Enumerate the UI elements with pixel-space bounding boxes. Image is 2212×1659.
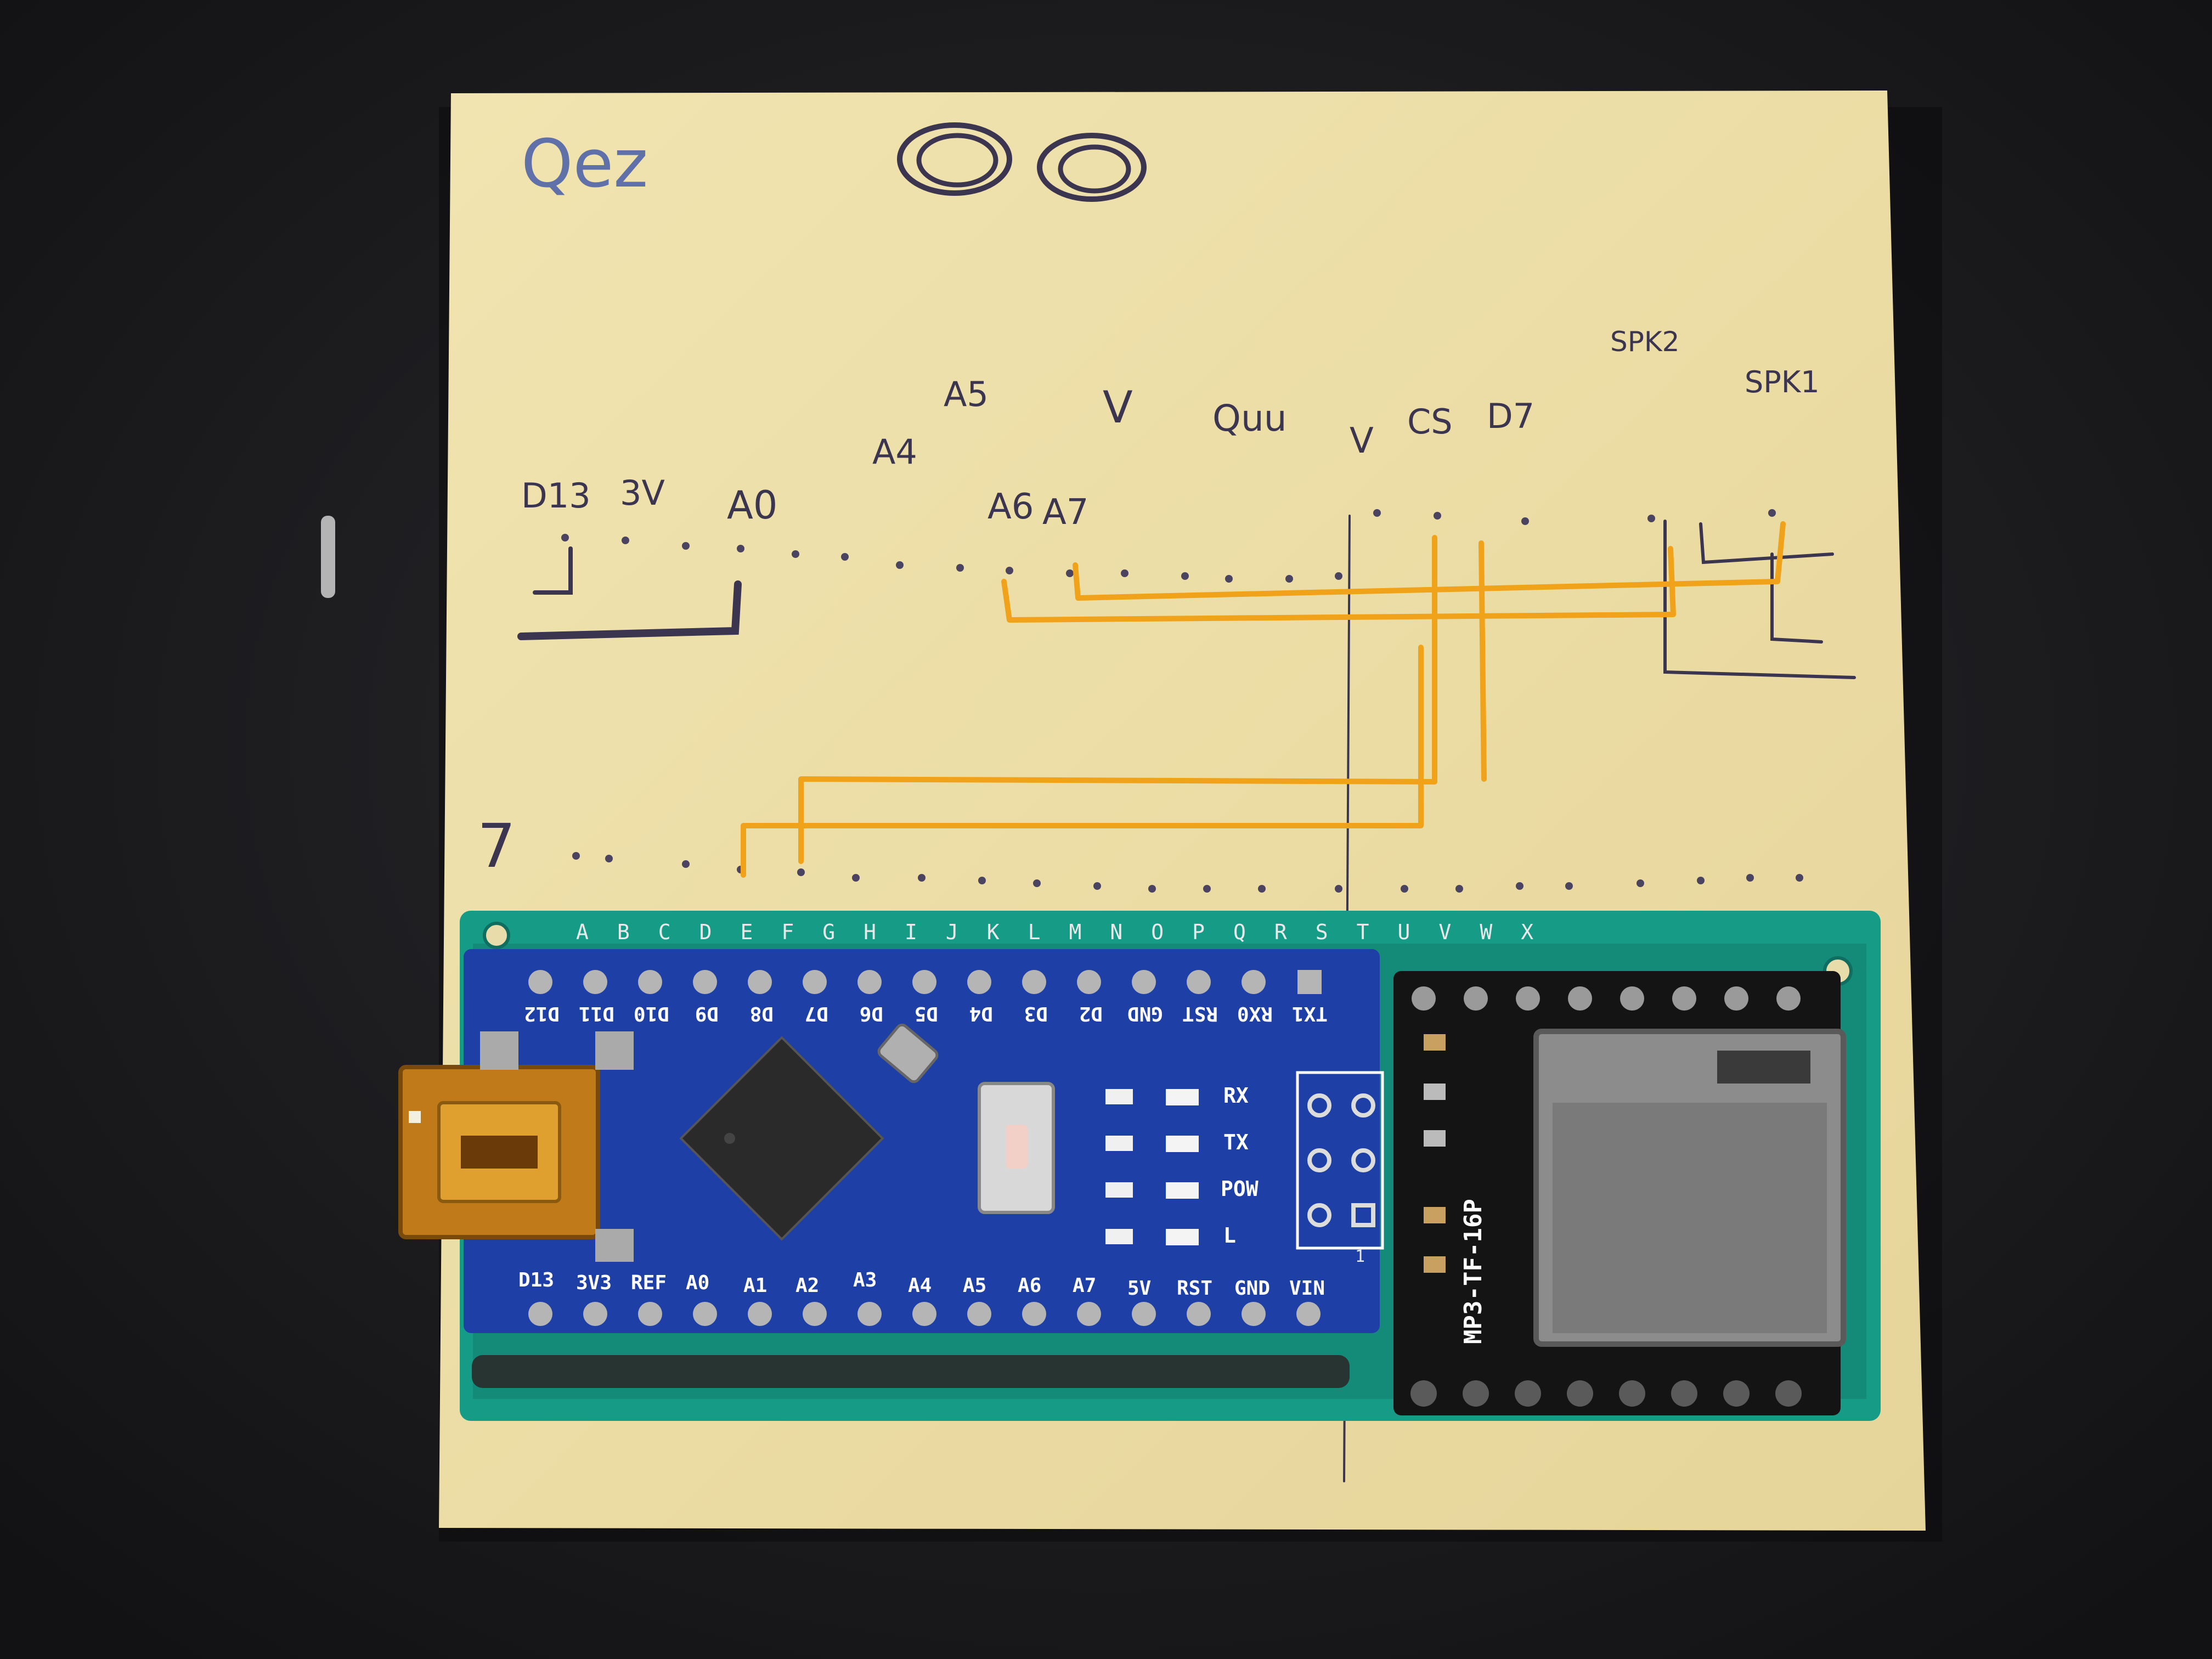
pencil-dot-row-lower	[572, 852, 1803, 893]
nano-pin-d9: D9	[695, 1002, 719, 1025]
nano-pin-d12: D12	[524, 1002, 560, 1025]
nano-pin-ref: REF	[631, 1272, 667, 1294]
label-spk1: SPK1	[1745, 365, 1820, 399]
usb-shield-tab-top-2	[595, 1031, 634, 1070]
nano-pin-d2: D2	[1079, 1002, 1103, 1025]
pencil-dot-row-upper	[561, 509, 1776, 583]
label-a4: A4	[872, 432, 917, 472]
nano-bottom-pins	[528, 1302, 1321, 1326]
pin-labels-left: D13 3V A0	[521, 473, 777, 528]
scribble-circle-4	[1058, 144, 1131, 194]
micro-sd-slot	[1533, 1029, 1846, 1347]
nano-pin-d8: D8	[750, 1002, 774, 1025]
nano-pin-vin: VIN	[1289, 1277, 1325, 1300]
label-a0: A0	[727, 483, 777, 528]
pin-labels-right: V CS D7 SPK2 SPK1 7	[477, 326, 1820, 881]
label-quu: Quu	[1212, 397, 1287, 439]
nano-pin-a5: A5	[963, 1274, 986, 1297]
top-handwriting: Qez	[521, 122, 1147, 202]
led-label-tx: TX	[1223, 1130, 1249, 1154]
mp3-smd-parts	[1424, 1034, 1446, 1273]
icsp-pin1-label: 1	[1355, 1247, 1365, 1266]
label-d7: D7	[1487, 396, 1534, 436]
reset-button[interactable]	[978, 1082, 1055, 1214]
nano-top-pin-labels: D12 D11 D10 D9 D8 D7 D6 D5 D4 D3 D2 GND …	[524, 1002, 1328, 1025]
nano-pcb	[464, 949, 1380, 1333]
trace-cs	[798, 535, 1437, 864]
nano-pin-gnd-top: GND	[1127, 1002, 1163, 1025]
label-a6: A6	[988, 487, 1034, 527]
nano-pin-a4: A4	[908, 1274, 932, 1297]
mp3-module: MP3-TF-16P	[1393, 971, 1846, 1415]
nano-pin-a2: A2	[795, 1274, 819, 1297]
nano-pin-d4: D4	[969, 1002, 993, 1025]
nano-top-pins	[528, 970, 1322, 994]
trace-lower	[741, 645, 1424, 878]
nano-pin-gnd-bottom: GND	[1234, 1277, 1270, 1300]
usb-shield-tab-top	[480, 1031, 518, 1070]
atmega-chip	[679, 1036, 884, 1241]
label-v-mid: V	[1103, 382, 1133, 433]
nano-pin-rx0: RX0	[1237, 1002, 1273, 1025]
arduino-nano: D12 D11 D10 D9 D8 D7 D6 D5 D4 D3 D2 GND …	[398, 949, 1384, 1333]
nano-pin-d3: D3	[1024, 1002, 1048, 1025]
label-spk2: SPK2	[1610, 326, 1680, 358]
mp3-bottom-pins	[1410, 1380, 1802, 1407]
note-qez: Qez	[521, 126, 648, 202]
trace-d7	[1479, 540, 1487, 782]
led-label-l: L	[1223, 1223, 1236, 1248]
nano-pin-d7: D7	[805, 1002, 828, 1025]
led-label-rx: RX	[1223, 1084, 1249, 1108]
solder-trace-under-nano	[472, 1355, 1350, 1388]
usb-shield-tab-bottom	[595, 1229, 634, 1262]
label-seven: 7	[477, 811, 516, 881]
mini-usb-connector	[398, 1065, 600, 1239]
nano-pin-d6: D6	[860, 1002, 883, 1025]
led-label-pow: POW	[1221, 1177, 1259, 1201]
nano-pin-a7: A7	[1073, 1274, 1096, 1297]
nano-pin-5v: 5V	[1127, 1277, 1151, 1300]
perfboard-letters: ABCDEFGHIJKLMNOPQRSTUVWX	[576, 920, 1562, 944]
white-marker-mark	[321, 516, 335, 598]
scribble-circle-2	[916, 133, 998, 188]
icsp-header: 1	[1296, 1071, 1384, 1266]
nano-pin-tx1: TX1	[1292, 1002, 1328, 1025]
mp3-top-pins	[1412, 986, 1801, 1011]
mp3-module-label: MP3-TF-16P	[1459, 1199, 1487, 1344]
crystal-oscillator	[877, 1023, 939, 1084]
nano-pin-rst-top: RST	[1182, 1002, 1218, 1025]
status-leds: RX TX POW L	[1105, 1084, 1259, 1248]
pin-labels-mid: A4 A5 V A6 A7 Quu	[872, 374, 1287, 533]
nano-pin-a6: A6	[1018, 1274, 1041, 1297]
label-3v: 3V	[620, 473, 665, 513]
nano-pin-d13: D13	[518, 1269, 554, 1291]
label-cs: CS	[1407, 402, 1453, 442]
nano-pin-d5: D5	[915, 1002, 938, 1025]
nano-pin-a0: A0	[686, 1272, 709, 1294]
label-v-right: V	[1350, 421, 1374, 461]
nano-pin-rst-bottom: RST	[1177, 1277, 1212, 1300]
nano-pin-a3: A3	[853, 1269, 877, 1291]
nano-pin-d11: D11	[579, 1002, 614, 1025]
nano-pin-3v3: 3V3	[576, 1272, 612, 1294]
orange-traces	[741, 521, 1786, 878]
nano-pin-d10: D10	[634, 1002, 669, 1025]
label-a7: A7	[1042, 492, 1089, 533]
nano-pin-a1: A1	[743, 1274, 767, 1297]
label-d13: D13	[521, 476, 591, 516]
scribble-circle-1	[897, 122, 1012, 196]
trace-a7	[1073, 521, 1786, 601]
nano-bottom-pin-labels: D13 3V3 REF A0 A1 A2 A3 A4 A5 A6 A7 5V R…	[518, 1269, 1325, 1300]
scribble-circle-3	[1037, 133, 1147, 202]
label-a5: A5	[944, 374, 989, 414]
mount-hole-left	[483, 922, 510, 949]
